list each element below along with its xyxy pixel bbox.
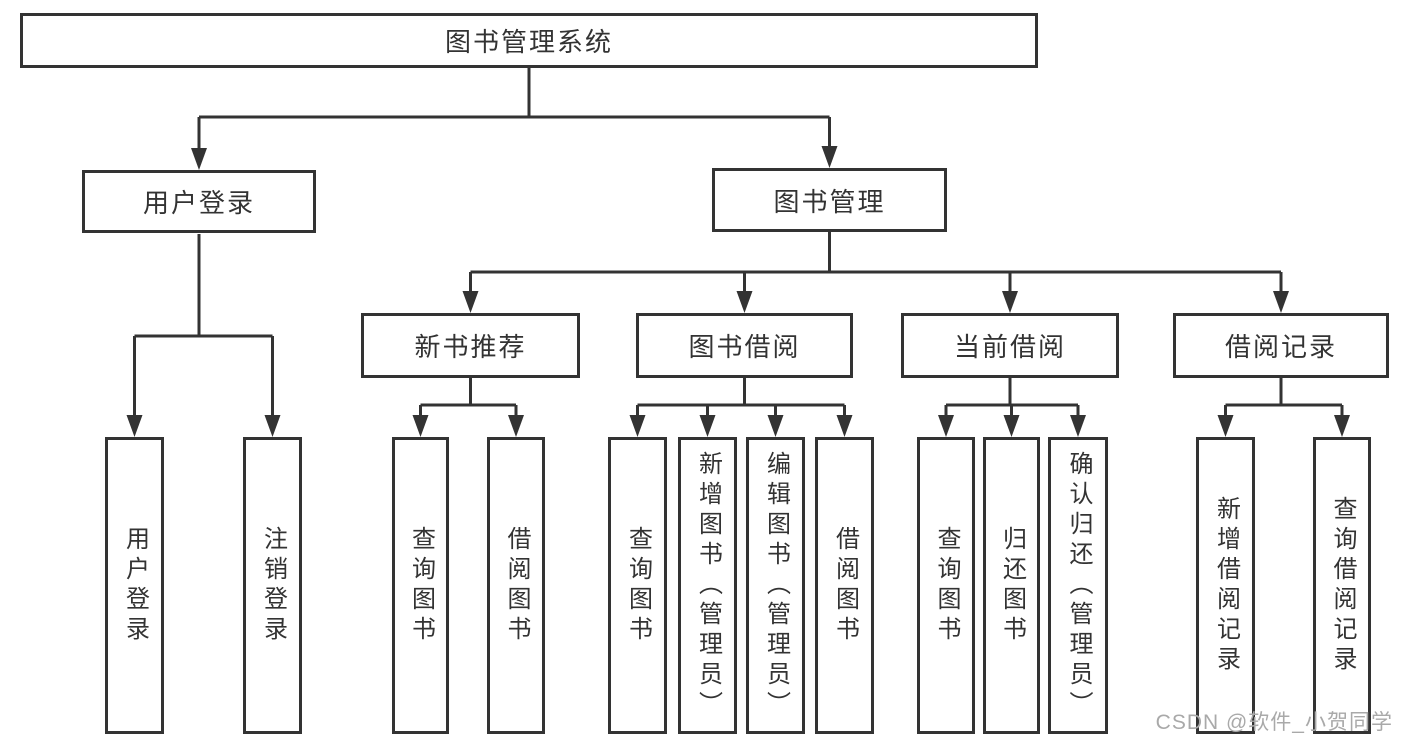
- node-book-management: 图书管理: [712, 168, 947, 232]
- leaf-label: 查询图书: [933, 525, 960, 646]
- leaf-borrow-books: 借阅图书: [815, 437, 874, 734]
- leaf-add-books-admin: 新增图书（管理员）: [678, 437, 737, 734]
- node-new-book-recommend: 新书推荐: [361, 313, 580, 378]
- node-label: 用户登录: [142, 188, 255, 218]
- connector-borrow-records-to-leaves: [1217, 378, 1350, 437]
- leaf-label: 借阅图书: [831, 525, 859, 646]
- leaf-query-books-recommend: 查询图书: [392, 437, 449, 734]
- leaf-label: 借阅图书: [503, 525, 530, 646]
- leaf-label: 新增图书（管理员）: [694, 450, 722, 721]
- csdn-watermark: CSDN @软件_小贺同学: [1155, 711, 1393, 734]
- leaf-label: 用户登录: [121, 525, 149, 646]
- node-label: 当前借阅: [953, 332, 1066, 362]
- connector-current-borrowing-to-leaves: [938, 378, 1086, 437]
- leaf-label: 注销登录: [259, 525, 287, 646]
- node-user-login: 用户登录: [82, 170, 316, 233]
- leaf-label: 查询图书: [407, 525, 435, 646]
- leaf-label: 新增借阅记录: [1212, 495, 1240, 676]
- connector-root-to-level2: [191, 68, 838, 170]
- node-label: 图书管理: [773, 186, 886, 217]
- leaf-user-login: 用户登录: [105, 437, 164, 734]
- leaf-edit-books-admin: 编辑图书（管理员）: [746, 437, 805, 734]
- leaf-borrow-books-recommend: 借阅图书: [487, 437, 545, 734]
- leaf-label: 查询图书: [624, 525, 652, 646]
- leaf-query-borrow-record: 查询借阅记录: [1313, 437, 1371, 734]
- connector-user-login-to-leaves: [126, 234, 281, 437]
- connector-new-book-recommend-to-leaves: [412, 378, 524, 437]
- leaf-add-borrow-record: 新增借阅记录: [1196, 437, 1255, 734]
- leaf-label: 查询借阅记录: [1329, 495, 1356, 676]
- leaf-return-books: 归还图书: [983, 437, 1040, 734]
- node-library-management-system: 图书管理系统: [20, 13, 1038, 68]
- leaf-logout: 注销登录: [243, 437, 302, 734]
- node-borrow-records: 借阅记录: [1173, 313, 1389, 378]
- connector-book-management-to-level3: [462, 232, 1289, 313]
- leaf-confirm-return-admin: 确认归还（管理员）: [1048, 437, 1108, 734]
- node-label: 图书借阅: [688, 332, 801, 362]
- leaf-label: 编辑图书（管理员）: [762, 450, 790, 721]
- leaf-label: 确认归还（管理员）: [1065, 450, 1092, 721]
- leaf-query-books-borrowing: 查询图书: [608, 437, 667, 734]
- leaf-query-books-current: 查询图书: [917, 437, 975, 734]
- node-label: 图书管理系统: [444, 27, 613, 57]
- node-current-borrowing: 当前借阅: [901, 313, 1119, 378]
- node-label: 新书推荐: [414, 332, 527, 362]
- node-book-borrowing: 图书借阅: [636, 313, 853, 378]
- node-label: 借阅记录: [1224, 332, 1337, 362]
- connector-book-borrowing-to-leaves: [629, 378, 853, 437]
- leaf-label: 归还图书: [998, 525, 1026, 646]
